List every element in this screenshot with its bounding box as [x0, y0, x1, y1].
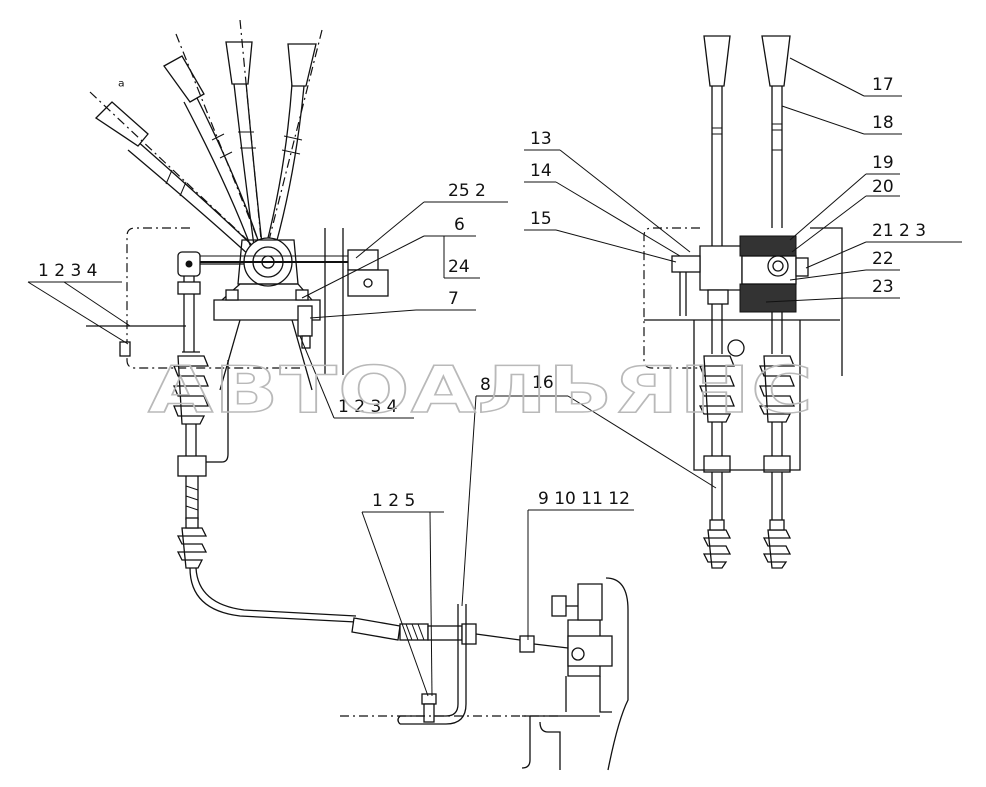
- callout-9-10-11-12: 9 10 11 12: [538, 489, 630, 509]
- callout-1-2-5: 1 2 5: [372, 491, 415, 511]
- lever-1: ᵃ: [89, 77, 259, 257]
- leader-lines: [27, 57, 962, 697]
- control-cable: [189, 567, 569, 653]
- callout-20: 20: [872, 177, 894, 197]
- watermark-text: АВТОАЛЬЯНС: [148, 354, 814, 428]
- callout-6: 6: [454, 215, 465, 235]
- callout-labels: 1 2 3 4 25 2 6 24 7 1 2 3 4 8 16 1 2 5 9…: [38, 75, 926, 511]
- callout-23: 23: [872, 277, 894, 297]
- cable-bracket: [340, 604, 560, 725]
- left-bellows: [173, 351, 209, 425]
- callout-8: 8: [480, 375, 491, 395]
- lever-4: [265, 29, 323, 253]
- callout-15: 15: [530, 209, 552, 229]
- lever-2: [163, 33, 263, 251]
- callout-1-2-3-4-mid: 1 2 3 4: [338, 397, 397, 417]
- callout-17: 17: [872, 75, 894, 95]
- callout-21-2-3: 21 2 3: [872, 221, 926, 241]
- callout-13: 13: [530, 129, 552, 149]
- callout-25-2: 25 2: [448, 181, 486, 201]
- callout-14: 14: [530, 161, 552, 181]
- right-lever-assembly: [643, 35, 843, 569]
- callout-19: 19: [872, 153, 894, 173]
- callout-7: 7: [448, 289, 459, 309]
- callout-24: 24: [448, 257, 470, 277]
- callout-16: 16: [532, 373, 554, 393]
- callout-22: 22: [872, 249, 894, 269]
- valve-unit: [521, 577, 629, 771]
- left-lever-assembly: ᵃ: [86, 19, 389, 569]
- callout-18: 18: [872, 113, 894, 133]
- svg-text:ᵃ: ᵃ: [118, 77, 125, 97]
- lever-3: [225, 19, 263, 251]
- callout-1-2-3-4-left: 1 2 3 4: [38, 261, 97, 281]
